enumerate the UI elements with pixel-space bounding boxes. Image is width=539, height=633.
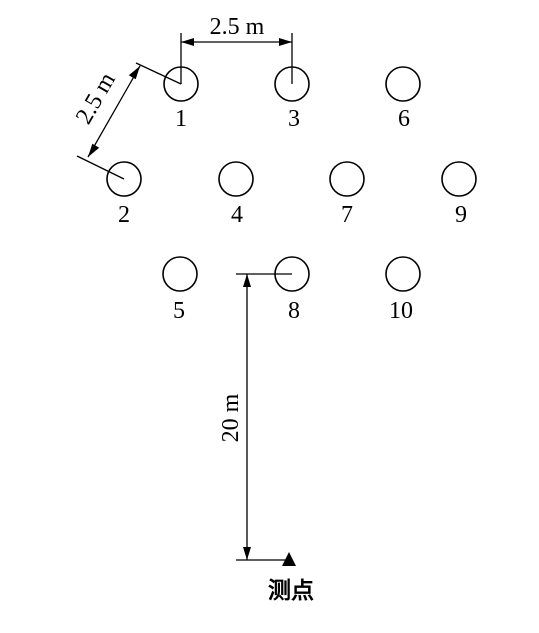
hole-9-circle	[441, 161, 477, 197]
horizontal-spacing-label: 2.5 m	[210, 14, 265, 40]
hole-8-label: 8	[288, 298, 300, 324]
diag-arrow-top	[128, 66, 140, 80]
hole-9-label: 9	[455, 202, 467, 228]
diag-extension-top	[135, 62, 182, 85]
diag-arrow-bottom	[88, 143, 100, 157]
hole-9: 9	[441, 161, 477, 228]
hole-5-circle	[162, 256, 198, 292]
hole-4-label: 4	[231, 202, 243, 228]
hole-5-label: 5	[173, 298, 185, 324]
hole-6-label: 6	[398, 106, 410, 132]
measurement-point-label: 测点	[268, 578, 314, 604]
arrow-right	[279, 38, 292, 46]
hole-10: 10	[385, 256, 421, 324]
hole-6: 6	[385, 66, 421, 132]
hole-2: 2	[106, 161, 142, 228]
hole-7-circle	[329, 161, 365, 197]
hole-10-label: 10	[389, 298, 413, 324]
hole-4: 4	[218, 161, 254, 228]
hole-6-circle	[385, 66, 421, 102]
hole-7: 7	[329, 161, 365, 228]
vertical-dimension: 20 m	[218, 273, 292, 561]
measurement-point: 测点	[268, 552, 314, 604]
horizontal-dimension: 2.5 m	[180, 14, 293, 84]
hole-3-label: 3	[288, 106, 300, 132]
arrow-left	[181, 38, 194, 46]
diag-dimension-line	[87, 65, 141, 158]
distance-label: 20 m	[218, 393, 244, 442]
hole-2-label: 2	[118, 202, 130, 228]
diagonal-spacing-label: 2.5 m	[71, 68, 121, 129]
hole-5: 5	[162, 256, 198, 324]
hole-10-circle	[385, 256, 421, 292]
hole-7-label: 7	[341, 202, 353, 228]
diag-extension-bottom	[76, 155, 125, 180]
hole-4-circle	[218, 161, 254, 197]
vert-arrow-top	[243, 274, 251, 287]
hole-1-label: 1	[175, 106, 187, 132]
hole-8: 8	[274, 256, 310, 324]
hole-2-circle	[106, 161, 142, 197]
vert-arrow-bottom	[243, 547, 251, 560]
measurement-point-triangle-icon	[282, 552, 296, 566]
